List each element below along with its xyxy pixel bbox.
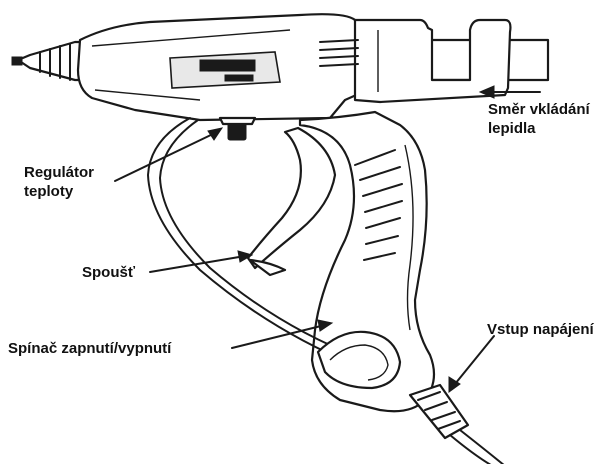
stand-wire bbox=[146, 117, 356, 366]
nozzle bbox=[11, 40, 84, 82]
label-line: teploty bbox=[24, 183, 74, 200]
handle bbox=[298, 110, 436, 413]
leader-lines bbox=[114, 85, 541, 393]
brand-plate bbox=[169, 51, 281, 89]
power-cable bbox=[408, 383, 505, 464]
label-line: Vstup napájení bbox=[487, 321, 594, 338]
trigger bbox=[246, 126, 337, 277]
label-line: Regulátor bbox=[24, 164, 95, 181]
label-trigger: Spoušť bbox=[82, 263, 135, 282]
power-switch bbox=[316, 330, 402, 390]
temperature-knob bbox=[218, 116, 257, 141]
label-power-input: Vstup napájení bbox=[487, 320, 594, 339]
label-power-switch: Spínač zapnutí/vypnutí bbox=[8, 339, 171, 358]
label-line: lepidla bbox=[488, 120, 536, 137]
label-line: Směr vkládání bbox=[488, 101, 590, 118]
label-line: Spoušť bbox=[82, 264, 136, 281]
label-line: Spínač zapnutí/vypnutí bbox=[8, 340, 172, 357]
label-temperature-regulator: Regulátor teploty bbox=[24, 163, 94, 201]
label-insertion-direction: Směr vkládání lepidla bbox=[488, 100, 590, 138]
